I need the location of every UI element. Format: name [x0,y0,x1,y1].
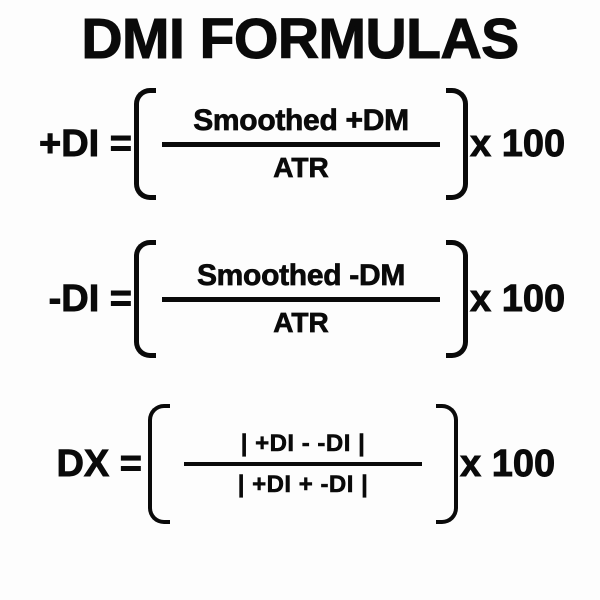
left-bracket-icon [134,238,156,360]
fraction-plus-di: Smoothed +DM ATR [156,86,446,202]
right-bracket-icon [446,86,468,202]
formula-lhs-dx: DX = [56,443,142,485]
formula-row-dx: DX = | +DI - -DI | | +DI + -DI | x 100 [0,402,600,526]
formula-row-plus-di: +DI = Smoothed +DM ATR x 100 [0,86,600,202]
fraction-denominator: | +DI + -DI | [237,470,369,498]
fraction-denominator: ATR [273,306,329,338]
bracket-group-dx: | +DI - -DI | | +DI + -DI | [148,402,458,526]
formula-rhs-multiplier: x 100 [470,123,566,165]
fraction-denominator: ATR [273,151,329,183]
fraction-bar [162,296,440,302]
bracket-group-plus-di: Smoothed +DM ATR [134,86,468,202]
formula-lhs-plus-di: +DI = [39,123,133,165]
fraction-numerator: Smoothed +DM [193,103,410,137]
page-title: DMI FORMULAS [81,7,520,71]
right-bracket-icon [446,238,468,360]
right-bracket-icon [436,402,458,526]
left-bracket-icon [134,86,156,202]
formula-lhs-minus-di: -DI = [48,278,132,320]
fraction-dx: | +DI - -DI | | +DI + -DI | [170,402,436,526]
bracket-group-minus-di: Smoothed -DM ATR [134,238,468,360]
formula-rhs-multiplier: x 100 [460,443,556,485]
fraction-numerator: Smoothed -DM [196,258,406,292]
fraction-bar [184,461,422,466]
formula-rhs-multiplier: x 100 [470,278,566,320]
fraction-minus-di: Smoothed -DM ATR [156,238,446,360]
left-bracket-icon [148,402,170,526]
formula-row-minus-di: -DI = Smoothed -DM ATR x 100 [0,238,600,360]
fraction-bar [162,141,440,147]
fraction-numerator: | +DI - -DI | [240,429,366,457]
